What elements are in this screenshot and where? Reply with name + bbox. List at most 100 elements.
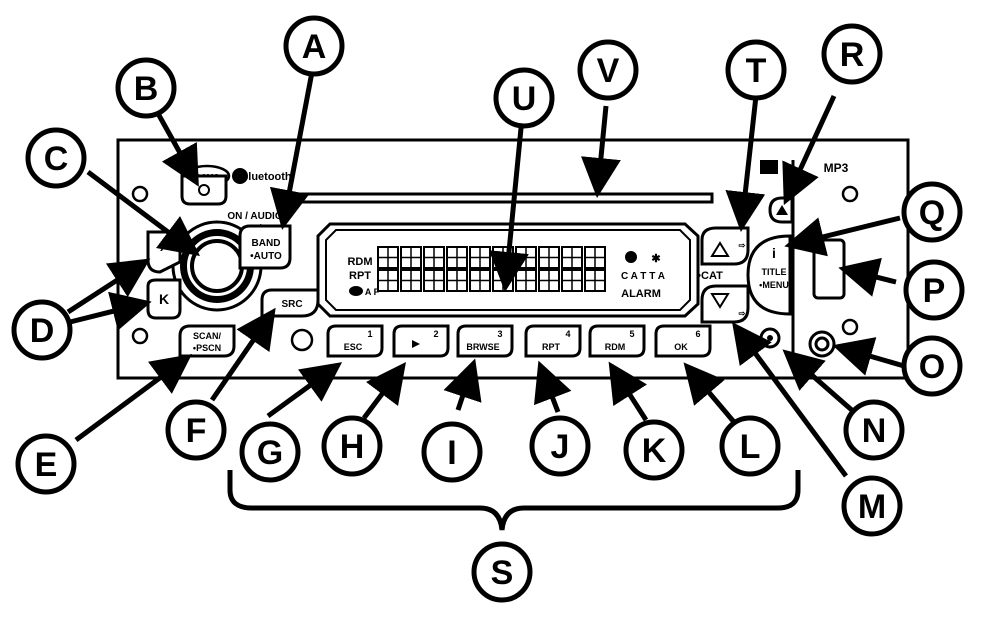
callout-letter: G <box>257 434 283 472</box>
preset-number: 2 <box>433 329 438 339</box>
usb-slot <box>812 238 846 300</box>
callout-u: U <box>493 67 555 129</box>
callout-s: S <box>471 541 533 603</box>
callout-letter: O <box>919 348 945 386</box>
info-icon: i <box>772 245 776 261</box>
af-indicator: A F <box>365 287 380 297</box>
band-button[interactable] <box>238 224 292 270</box>
down-arrow-icon <box>710 293 730 309</box>
next-icon: › <box>160 239 165 255</box>
screw-hole <box>131 185 149 203</box>
eject-icon <box>776 205 788 215</box>
band-label: BAND <box>252 238 281 249</box>
callout-d: D <box>11 299 73 361</box>
skip-down-icon: ⇨ <box>739 309 746 318</box>
catta-indicator: C A T T A <box>621 271 665 282</box>
rpt-indicator: RPT <box>349 270 371 282</box>
skip-up-icon: ⇨ <box>739 241 746 250</box>
scan-button[interactable] <box>178 324 236 358</box>
preset-bracket <box>227 470 801 531</box>
callout-letter: K <box>642 432 667 470</box>
preset-button-6[interactable]: 6OK <box>654 324 712 358</box>
on-audio-label: ON / AUDIO <box>227 211 282 222</box>
preset-label: OK <box>674 342 688 352</box>
mp3-text: MP3 <box>824 161 849 175</box>
mic-hole <box>290 328 314 352</box>
callout-letter: T <box>746 52 767 90</box>
callout-letter: E <box>35 446 58 484</box>
callout-letter: U <box>512 80 537 118</box>
callout-o: O <box>901 335 963 397</box>
callout-letter: J <box>551 428 570 466</box>
callout-letter: Q <box>919 194 945 232</box>
callout-f: F <box>165 399 227 461</box>
preset-number: 1 <box>367 329 372 339</box>
preset-label: RPT <box>542 342 561 352</box>
alarm-indicator: ALARM <box>621 288 661 300</box>
preset-number: 4 <box>565 329 570 339</box>
cat-label: •CAT <box>697 270 723 282</box>
callout-e: E <box>15 433 77 495</box>
preset-number: 3 <box>497 329 502 339</box>
callout-letter: L <box>740 428 761 466</box>
prev-icon: K <box>159 291 169 307</box>
callout-letter: H <box>340 428 365 466</box>
leader-lines <box>66 71 905 478</box>
callout-letter: I <box>447 434 456 472</box>
preset-label: ESC <box>344 342 363 352</box>
bluetooth-text: Bluetooth <box>240 171 292 183</box>
preset-button-2[interactable]: 2 <box>392 324 450 358</box>
callout-j: J <box>529 415 591 477</box>
callout-k: K <box>623 419 685 481</box>
callout-b: B <box>115 57 177 119</box>
preset-label: RDM <box>605 342 626 352</box>
preset-label: BRWSE <box>466 342 499 352</box>
title-menu-button[interactable] <box>746 234 792 316</box>
callout-v: V <box>577 39 639 101</box>
callout-letter: V <box>597 52 620 90</box>
src-label: SRC <box>281 299 302 310</box>
pscn-label: •PSCN <box>193 343 221 353</box>
title-label: TITLE <box>762 267 787 277</box>
callout-p: P <box>903 259 965 321</box>
power-button[interactable] <box>180 174 228 206</box>
callout-q: Q <box>901 181 963 243</box>
callout-l: L <box>719 415 781 477</box>
cd-slot <box>294 192 714 204</box>
preset-number: 5 <box>629 329 634 339</box>
scan-label: SCAN/ <box>193 331 222 341</box>
power-icon <box>198 184 210 196</box>
auto-label: •AUTO <box>250 251 282 262</box>
callout-letter: S <box>491 554 514 592</box>
up-arrow-icon <box>710 241 730 257</box>
callout-letter: D <box>30 312 55 350</box>
screw-hole <box>131 327 149 345</box>
callout-h: H <box>321 415 383 477</box>
callout-t: T <box>725 39 787 101</box>
callout-i: I <box>421 421 483 483</box>
callout-r: R <box>821 23 883 85</box>
callout-n: N <box>843 399 905 461</box>
callout-g: G <box>239 421 301 483</box>
callout-m: M <box>841 475 903 537</box>
preset-number: 6 <box>695 329 700 339</box>
callout-letter: C <box>44 140 69 178</box>
callout-letter: A <box>302 28 327 66</box>
callout-letter: M <box>858 488 886 526</box>
play-icon <box>412 340 420 348</box>
callout-letter: N <box>862 412 887 450</box>
callout-letter: R <box>840 36 865 74</box>
screw-hole <box>841 318 859 336</box>
screw-hole <box>841 185 859 203</box>
callout-letter: F <box>186 412 207 450</box>
callout-a: A <box>283 15 345 77</box>
bluetooth-indicator-icon: ✱ <box>651 253 660 265</box>
callout-letter: P <box>923 272 946 310</box>
